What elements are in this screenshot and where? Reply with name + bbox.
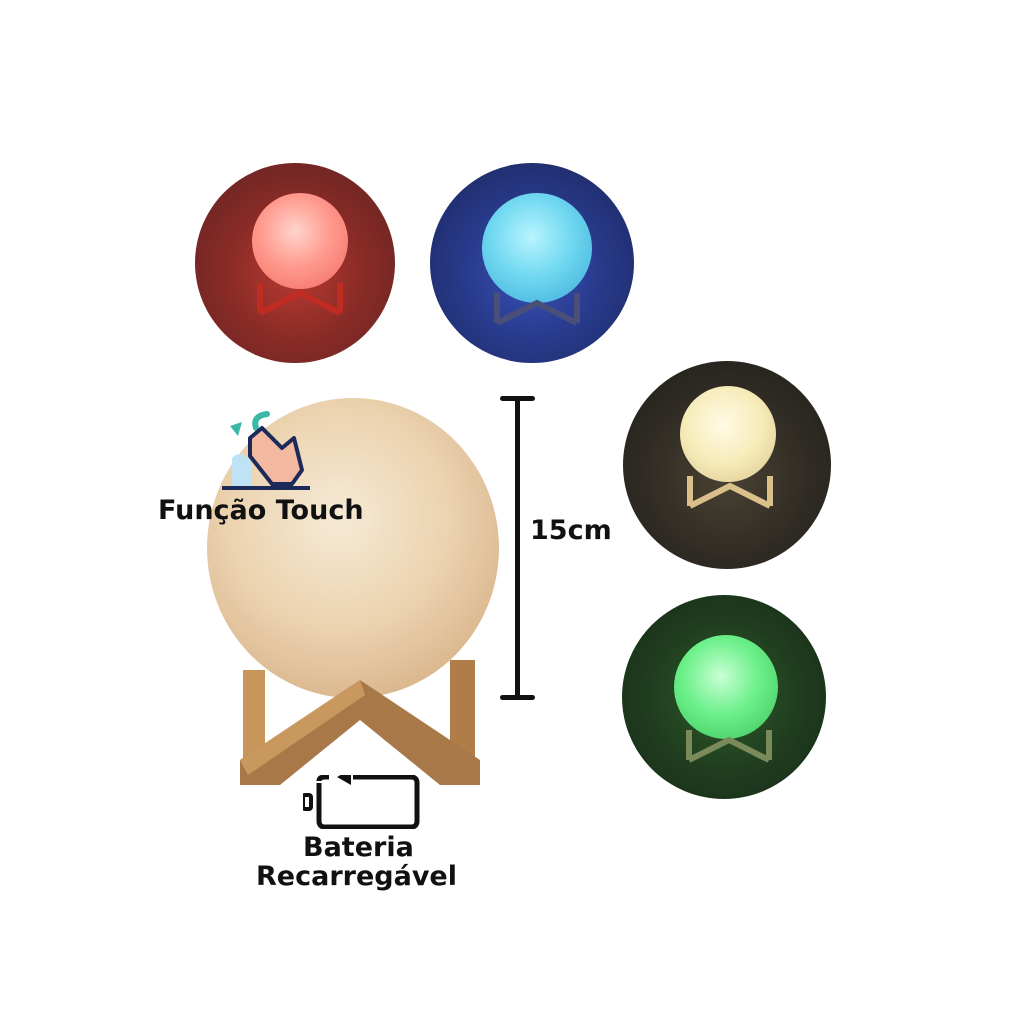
- height-dimension-icon: [500, 396, 535, 700]
- wooden-stand-icon: [240, 660, 480, 785]
- lamp-variant-green: [622, 595, 826, 799]
- lamp-variant-warm-white: [623, 361, 831, 569]
- hand-touch-icon: [222, 411, 310, 490]
- blue-stand-icon: [494, 293, 580, 326]
- lamp-variant-blue: [430, 163, 634, 363]
- lamp-variant-red: [195, 163, 395, 363]
- warm-white-globe: [680, 386, 776, 482]
- warm-white-stand-icon: [687, 476, 773, 509]
- rechargeable-battery-icon: [303, 775, 420, 829]
- size-label: 15cm: [530, 515, 612, 546]
- green-globe: [674, 635, 778, 739]
- feature-battery-label-line2: Recarregável: [256, 861, 457, 892]
- red-stand-icon: [257, 283, 343, 316]
- red-globe: [252, 193, 348, 289]
- green-stand-icon: [686, 730, 772, 763]
- feature-battery-label-line1: Bateria: [303, 832, 414, 863]
- feature-touch-label: Função Touch: [158, 495, 364, 526]
- blue-globe: [482, 193, 592, 303]
